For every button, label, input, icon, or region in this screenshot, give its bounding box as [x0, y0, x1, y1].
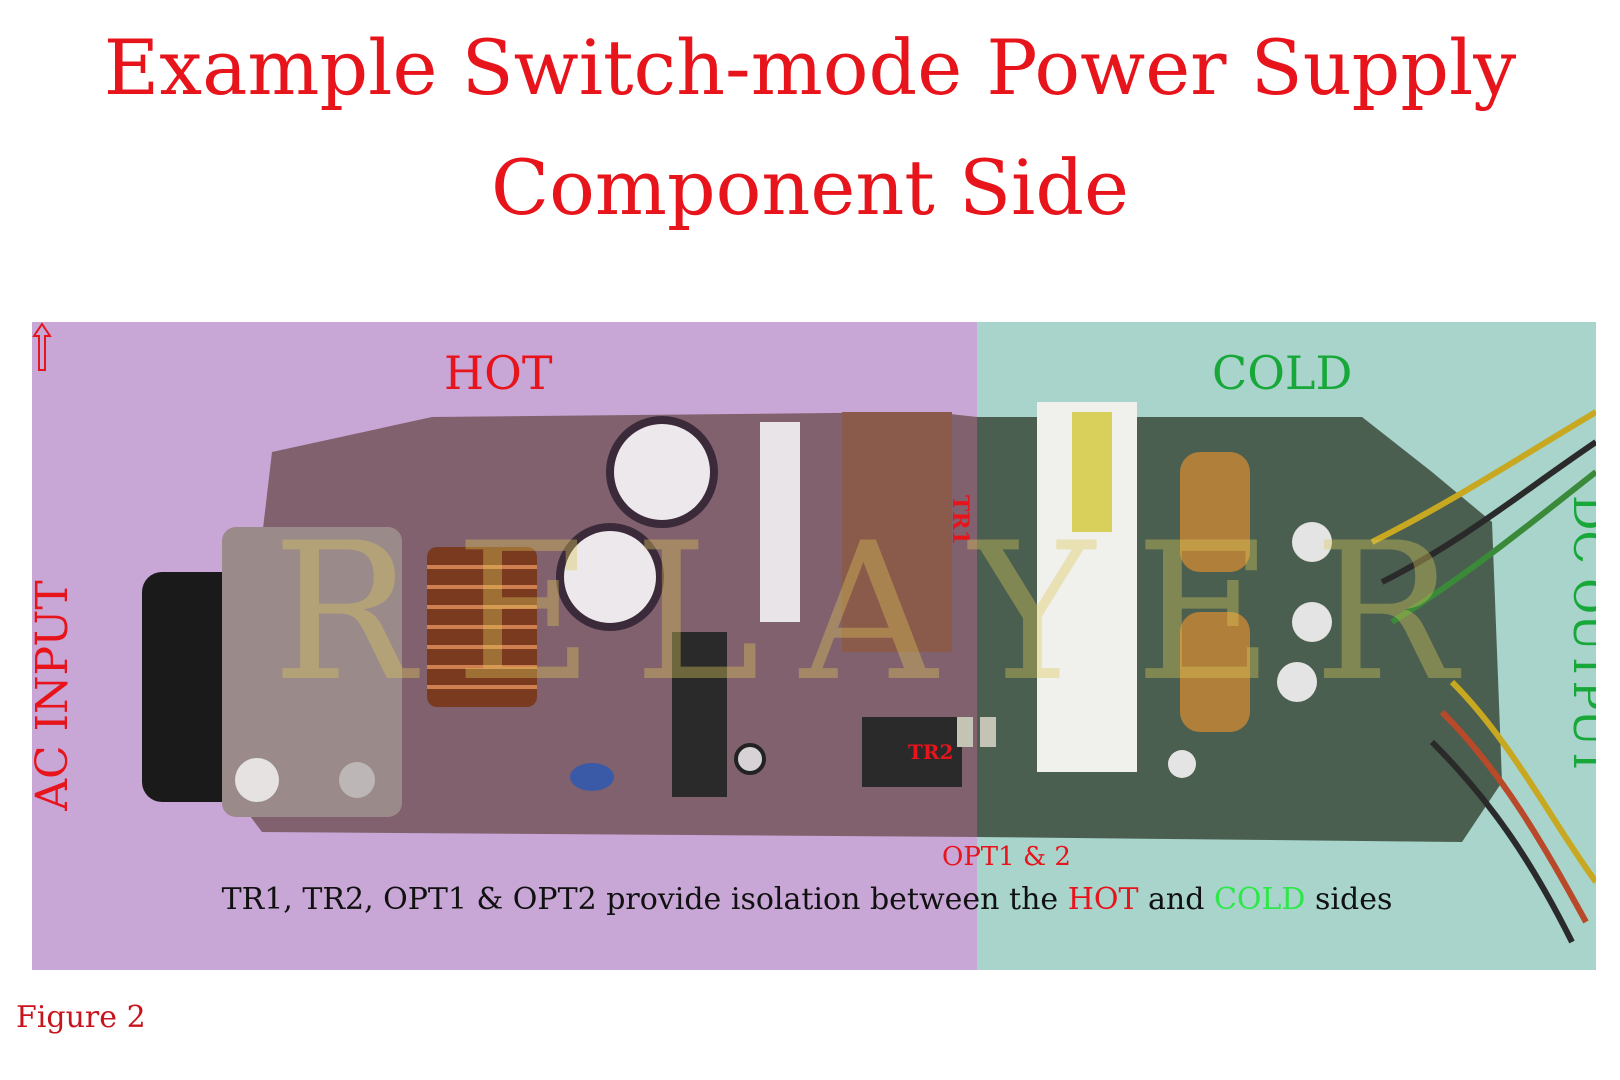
screw: [339, 762, 375, 798]
output-capacitor: [1292, 522, 1332, 562]
ic-chip: [672, 632, 727, 797]
output-coil-2: [1180, 612, 1250, 732]
cold-zone-label: COLD: [1212, 346, 1353, 400]
output-capacitor: [1168, 750, 1196, 778]
dc-output-label: DC OUTPUT: [1562, 495, 1596, 776]
caption-hot-word: HOT: [1067, 882, 1139, 917]
capacitor-large-1: [606, 416, 718, 528]
capacitor-large-2: [556, 523, 664, 631]
opt1: [957, 717, 973, 747]
tr1-label: TR1: [946, 495, 973, 545]
tr2-label: TR2: [908, 740, 954, 764]
input-bracket: [222, 527, 402, 817]
ac-input-label: AC INPUT: [32, 580, 78, 811]
capacitor-small: [734, 743, 766, 775]
blue-capacitor: [570, 763, 614, 791]
opt2: [980, 717, 996, 747]
caption-cold-word: COLD: [1213, 882, 1306, 917]
pcb-photo: RELAYER HOT COLD AC INPUT DC OUTPUT TR1 …: [32, 322, 1596, 970]
caption-text-start: TR1, TR2, OPT1 & OPT2 provide isolation …: [221, 882, 1068, 917]
heatsink: [760, 422, 800, 622]
opt-label: OPT1 & 2: [942, 842, 1071, 872]
tr1-transformer: [842, 412, 952, 652]
output-capacitor: [1292, 602, 1332, 642]
up-arrow-icon: [32, 322, 52, 371]
screw: [235, 758, 279, 802]
title-line-1: Example Switch-mode Power Supply: [103, 23, 1517, 112]
figure-label: Figure 2: [16, 1000, 146, 1035]
warning-label: [1072, 412, 1112, 532]
title-line-2: Component Side: [491, 143, 1129, 232]
caption-text-end: sides: [1305, 882, 1393, 917]
tr2-component: [862, 717, 962, 787]
hot-zone-label: HOT: [444, 346, 553, 400]
isolation-caption: TR1, TR2, OPT1 & OPT2 provide isolation …: [142, 882, 1472, 917]
output-coil-1: [1180, 452, 1250, 572]
pcb-illustration: [32, 322, 1596, 970]
caption-text-middle: and: [1138, 882, 1214, 917]
watermark-text: RELAYER: [272, 502, 1497, 723]
output-capacitor: [1277, 662, 1317, 702]
